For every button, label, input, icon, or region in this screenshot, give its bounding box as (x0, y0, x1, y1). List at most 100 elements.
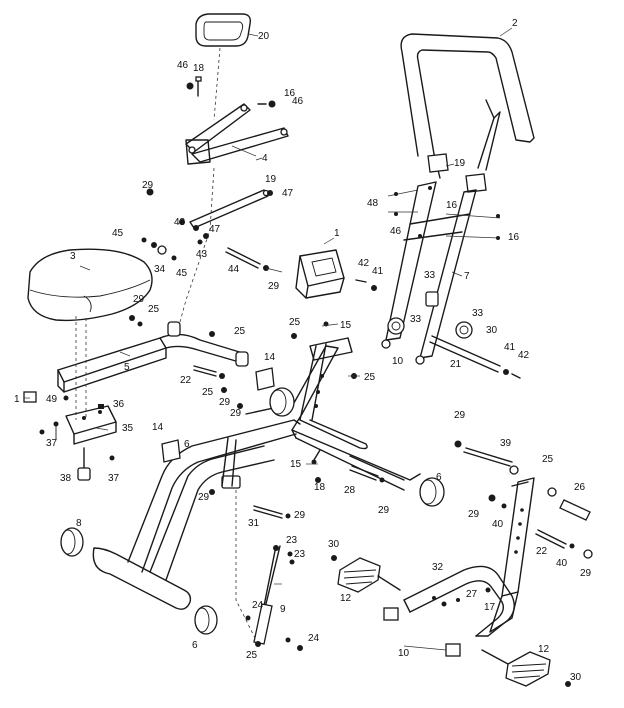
label-12-b: 12 (538, 644, 550, 655)
label-19: 19 (265, 174, 277, 185)
part-labels: 20 2 46 18 16 46 4 19 29 19 47 48 16 43 … (14, 18, 592, 683)
label-29-j: 29 (294, 510, 306, 521)
label-48: 48 (367, 198, 379, 209)
label-15-b: 15 (290, 459, 302, 470)
label-39: 39 (500, 438, 512, 449)
label-16-c: 16 (508, 232, 520, 243)
lower-post (489, 477, 535, 633)
label-6-c: 6 (192, 640, 198, 651)
label-46-top: 46 (177, 60, 189, 71)
label-6-b: 6 (436, 472, 442, 483)
label-42-b: 42 (518, 350, 530, 361)
label-13: 19 (454, 158, 466, 169)
hardware-1-37-49 (23, 391, 115, 461)
label-40-a: 40 (492, 519, 504, 530)
label-15-a: 15 (340, 320, 352, 331)
hardware-22-40-29-right (485, 494, 593, 593)
label-38: 38 (60, 473, 72, 484)
label-20: 20 (258, 31, 270, 42)
label-3: 3 (70, 251, 76, 262)
label-45-a: 45 (112, 228, 124, 239)
label-29-g: 29 (198, 492, 210, 503)
label-47-a: 47 (282, 188, 294, 199)
label-37-a: 37 (46, 438, 58, 449)
label-29-k: 29 (580, 568, 592, 579)
label-27: 27 (466, 589, 478, 600)
seat-3 (27, 248, 153, 322)
label-29-e: 29 (230, 408, 242, 419)
label-30-b: 30 (328, 539, 340, 550)
leader-lines (24, 27, 513, 585)
label-10-b: 10 (398, 648, 410, 659)
hardware-16-46-top (257, 100, 276, 108)
handle-cushion-20 (195, 13, 252, 47)
label-1-left: 1 (14, 394, 20, 405)
clips-10 (381, 339, 461, 657)
pin-39 (454, 440, 591, 521)
hardware-46-18 (186, 76, 202, 97)
seat-bracket-35 (65, 404, 117, 445)
label-47-b: 47 (209, 224, 221, 235)
label-43-a: 43 (174, 217, 186, 228)
hardware-42-41 (355, 279, 377, 291)
upright-post-15 (299, 337, 353, 421)
label-22-a: 22 (180, 375, 192, 386)
label-22-b: 22 (536, 546, 548, 557)
label-16-b: 16 (446, 200, 458, 211)
label-24-a: 24 (252, 600, 264, 611)
label-24-b: 24 (308, 633, 320, 644)
rod-19 (189, 189, 270, 229)
label-25-g: 25 (246, 650, 258, 661)
upright-7 (385, 181, 477, 359)
pins-28-31 (253, 465, 385, 519)
label-25-f: 25 (542, 454, 554, 465)
knob-38 (77, 447, 91, 481)
label-14-b: 14 (152, 422, 164, 433)
label-41-a: 41 (372, 266, 384, 277)
label-16-top: 16 (284, 88, 296, 99)
hardware-48-16-46 (387, 186, 501, 240)
label-30-a: 30 (486, 325, 498, 336)
label-31: 31 (248, 518, 260, 529)
label-5: 5 (124, 362, 130, 373)
label-29-d: 29 (219, 397, 231, 408)
hardware-row-29-43-45-47 (141, 188, 273, 261)
pedal-12-left (331, 555, 401, 593)
label-34: 34 (154, 264, 166, 275)
label-25-e: 25 (202, 387, 214, 398)
label-29-i: 29 (468, 509, 480, 520)
label-28: 28 (344, 485, 356, 496)
console-1 (295, 249, 345, 299)
label-35: 35 (122, 423, 134, 434)
crank-32 (403, 565, 515, 637)
label-42-a: 42 (358, 258, 370, 269)
label-9: 9 (280, 604, 286, 615)
label-4: 4 (262, 153, 268, 164)
axle-21 (429, 335, 521, 379)
pedal-12-right (481, 649, 571, 687)
label-29-a: 29 (142, 180, 154, 191)
label-40-b: 40 (556, 558, 568, 569)
shock-9 (245, 545, 303, 651)
label-25-b: 25 (289, 317, 301, 328)
label-6-a: 6 (184, 439, 190, 450)
label-18-b: 18 (314, 482, 326, 493)
seat-slider-5 (57, 321, 249, 393)
label-17: 17 (484, 602, 496, 613)
label-29-b: 29 (268, 281, 280, 292)
label-49: 49 (46, 394, 58, 405)
handlebar-2 (400, 33, 535, 179)
label-45-b: 45 (176, 268, 188, 279)
end-caps-13 (427, 153, 487, 193)
label-44: 44 (228, 264, 240, 275)
label-23-b: 23 (294, 549, 306, 560)
label-10-a: 10 (392, 356, 404, 367)
lever-arm-4 (185, 103, 289, 165)
label-41-b: 41 (504, 342, 516, 353)
label-46-mid: 46 (292, 96, 304, 107)
label-29-c: 29 (133, 294, 145, 305)
label-46-c: 46 (390, 226, 402, 237)
label-14-a: 14 (264, 352, 276, 363)
label-29-f: 29 (454, 410, 466, 421)
